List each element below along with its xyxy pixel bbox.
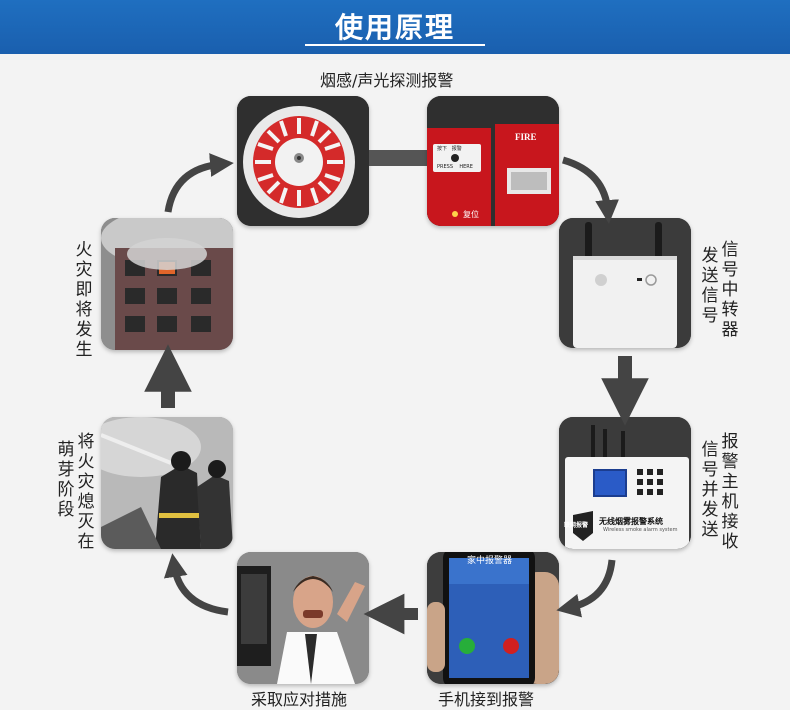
host-name-text: 无线烟雾报警系统 <box>599 517 663 526</box>
arrow-to-relay <box>561 156 619 224</box>
header-banner: 使用原理 <box>0 0 790 54</box>
phone-caller-text: 家中报警器 <box>467 556 513 566</box>
arrow-to-extinguish <box>163 553 229 616</box>
label-detect: 烟感/声光探测报警 <box>320 71 454 90</box>
person-phone-icon <box>237 552 369 684</box>
fire-sign-text: FIRE <box>515 132 537 142</box>
page-title: 使用原理 <box>334 11 455 44</box>
phone-tile: 家中报警器 <box>427 552 559 684</box>
call-point-top-text: 按下 报警 <box>437 146 462 152</box>
reset-label: 复位 <box>463 210 479 219</box>
arrow-to-phone <box>556 559 616 618</box>
label-relay-b: 信号中转器 <box>721 240 739 340</box>
title-underline <box>305 44 485 46</box>
label-relay-a: 发送信号 <box>701 246 719 326</box>
label-extinguish-b: 将火灾熄灭在 <box>77 432 95 552</box>
label-measures: 采取应对措施 <box>251 690 348 709</box>
fire-alarm-tile: 按下 报警 PRESS HERE 复位 FIRE <box>427 96 559 226</box>
measures-tile <box>237 552 369 684</box>
smoke-detector-tile <box>237 96 369 226</box>
tile-connector <box>369 150 427 166</box>
signal-relay-icon <box>559 218 691 348</box>
label-phone: 手机接到报警 <box>438 690 535 709</box>
signal-relay-tile <box>559 218 691 348</box>
fire-building-tile <box>101 218 233 350</box>
label-fire: 火灾即将发生 <box>75 240 93 360</box>
label-extinguish-a: 萌芽阶段 <box>57 440 75 520</box>
phone-icon <box>427 552 559 684</box>
smoke-detector-icon <box>237 96 369 226</box>
host-brand-text: 联网报警 <box>564 522 589 529</box>
arrow-to-detector <box>164 153 234 213</box>
firefighters-tile <box>101 417 233 549</box>
alarm-host-tile: 联网报警 无线烟雾报警系统 Wireless smoke alarm syste… <box>559 417 691 549</box>
burning-building-icon <box>101 218 233 350</box>
alarm-host-icon <box>559 417 691 549</box>
label-host-b: 报警主机接收 <box>721 432 739 552</box>
label-host-a: 信号并发送 <box>701 440 719 540</box>
call-point-bottom-text: PRESS HERE <box>437 164 473 170</box>
host-name-en-text: Wireless smoke alarm system <box>603 527 678 533</box>
firefighters-icon <box>101 417 233 549</box>
fire-alarm-device-icon <box>427 96 559 226</box>
